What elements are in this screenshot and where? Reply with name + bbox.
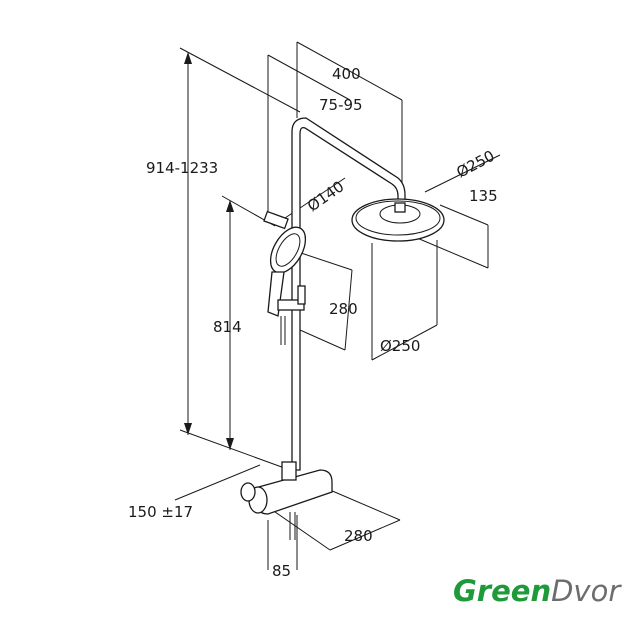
riser-pipe: [291, 117, 406, 471]
hand-shower: [263, 210, 307, 345]
overhead-shower-head: [351, 198, 445, 242]
dim-hand-height: 280: [329, 300, 358, 318]
dim-arm-length: 400: [332, 65, 361, 83]
dim-hand-diameter: Ø140: [304, 177, 347, 215]
dim-slide-height: 814: [213, 318, 242, 336]
dimension-lines: [174, 41, 501, 570]
dim-wall-distance: 150 ±17: [128, 503, 193, 521]
logo-green: Green: [453, 574, 551, 608]
logo-dvor: Dvor: [551, 574, 622, 608]
dim-head-diameter-top: Ø250: [453, 147, 497, 182]
thermostat-mixer: [240, 461, 333, 540]
dim-head-height: 135: [469, 187, 498, 205]
greendvor-logo: GreenDvor: [453, 574, 622, 608]
dim-total-height: 914-1233: [146, 159, 218, 177]
dim-arm-offset: 75-95: [319, 96, 363, 114]
dim-thermostat-width: 280: [344, 527, 373, 545]
dim-head-diameter-bottom: Ø250: [380, 337, 420, 355]
dim-thermostat-depth: 85: [272, 562, 291, 580]
